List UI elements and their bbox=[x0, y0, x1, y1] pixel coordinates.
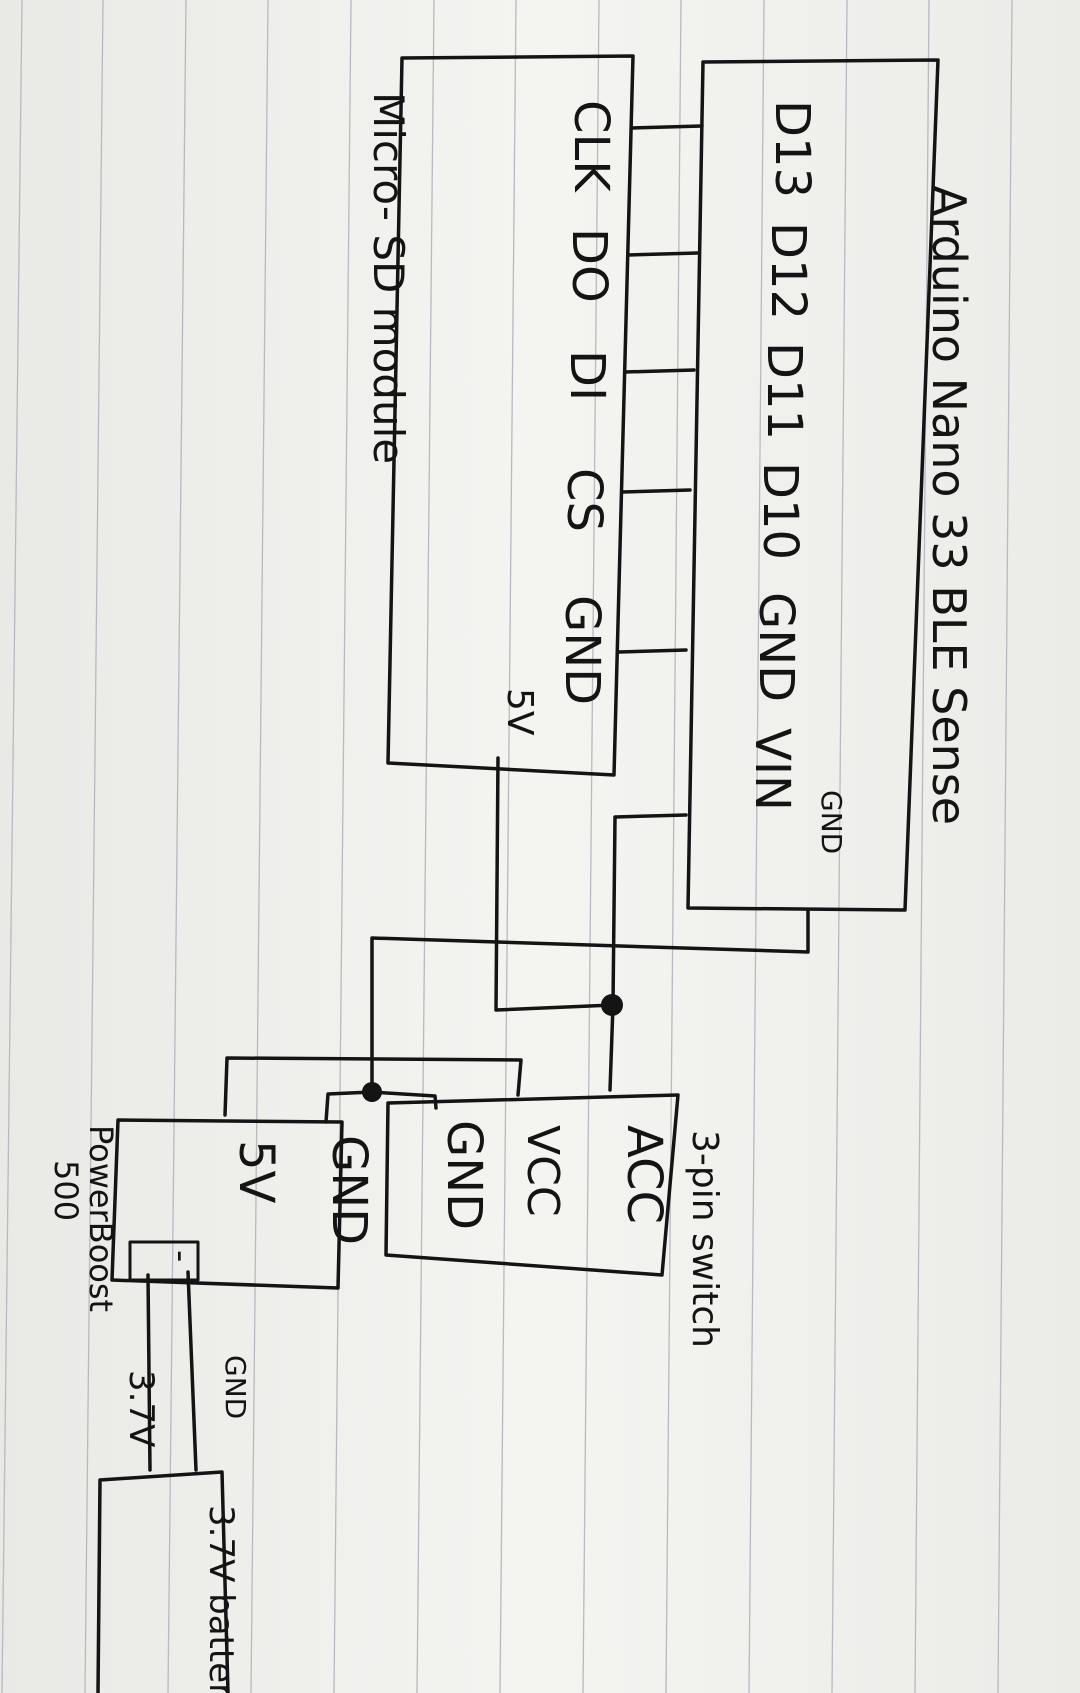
ruled-lines bbox=[1, 0, 1013, 1693]
switch-pin-vcc: VCC bbox=[517, 1125, 568, 1217]
wire-gnd-switch bbox=[370, 1090, 438, 1110]
wire-gnd-powerboost bbox=[324, 1090, 374, 1124]
powerboost-minus-terminal bbox=[128, 1240, 200, 1282]
sd-module-board bbox=[386, 54, 635, 777]
wire-do-d12 bbox=[626, 251, 700, 257]
powerboost-pin-gnd: GND bbox=[321, 1135, 377, 1245]
wire-gnd-gnd bbox=[617, 648, 688, 654]
wire-sd-5v bbox=[494, 756, 615, 1012]
wire-vin bbox=[608, 813, 688, 1092]
sd-power-label: 5V bbox=[499, 688, 540, 736]
arduino-pin-d12: D12 bbox=[760, 222, 816, 320]
wire-clk-d13 bbox=[630, 124, 704, 130]
sd-pin-clk: CLK bbox=[563, 100, 619, 193]
battery-title: 3.7V battery bbox=[201, 1505, 241, 1693]
switch-pin-labels: ACC VCC GND bbox=[436, 1120, 672, 1230]
arduino-pin-d11: D11 bbox=[756, 342, 812, 440]
powerboost-pin-5v: 5V bbox=[228, 1140, 284, 1204]
wire-gnd-label: GND bbox=[219, 1355, 252, 1419]
wire-junctions bbox=[362, 994, 623, 1102]
sd-pin-gnd: GND bbox=[554, 595, 610, 705]
arduino-pin-labels: D13 D12 D11 D10 GND VIN bbox=[744, 100, 820, 811]
arduino-pin-d10: D10 bbox=[752, 462, 808, 560]
arduino-board bbox=[686, 58, 940, 912]
sd-pin-di: DI bbox=[559, 350, 615, 401]
wire-powerboost-5v bbox=[223, 1056, 523, 1117]
powerboost-title: PowerBoost 500 bbox=[47, 1125, 120, 1312]
wire-37v-label: 3.7V bbox=[121, 1370, 161, 1447]
wire-arduino-gnd bbox=[370, 908, 810, 1092]
sd-module-title: Micro- SD module bbox=[364, 92, 413, 464]
powerboost-pin-labels: GND 5V bbox=[228, 1135, 377, 1245]
power-wires bbox=[146, 756, 810, 1472]
powerboost-board bbox=[110, 1118, 344, 1290]
arduino-pin-d13: D13 bbox=[764, 100, 820, 198]
switch-title: 3-pin switch bbox=[684, 1130, 725, 1348]
data-wires bbox=[617, 124, 704, 654]
sd-pin-cs: CS bbox=[556, 468, 612, 532]
switch-pin-gnd: GND bbox=[436, 1120, 492, 1230]
wire-di-d11 bbox=[623, 368, 696, 374]
switch-pin-acc: ACC bbox=[616, 1125, 672, 1224]
wire-battery-gnd bbox=[186, 1270, 198, 1472]
junction-gnd bbox=[362, 1082, 382, 1102]
wire-battery-37v bbox=[146, 1273, 152, 1472]
powerboost-title-line1: PowerBoost bbox=[82, 1125, 120, 1312]
sd-module-pin-labels: CLK DO DI CS GND bbox=[554, 100, 619, 705]
battery-body bbox=[96, 1470, 230, 1693]
wire-cs-d10 bbox=[620, 488, 692, 494]
junction-vin bbox=[601, 994, 623, 1016]
arduino-pin-vin: VIN bbox=[744, 728, 800, 811]
arduino-gnd-label: GND bbox=[815, 790, 848, 854]
powerboost-minus-label: - bbox=[161, 1250, 201, 1262]
powerboost-title-line2: 500 bbox=[47, 1160, 85, 1221]
arduino-title: Arduino Nano 33 BLE Sense bbox=[922, 185, 976, 825]
arduino-pin-gnd: GND bbox=[748, 592, 804, 702]
switch-body bbox=[384, 1093, 680, 1277]
sd-pin-do: DO bbox=[561, 228, 617, 303]
